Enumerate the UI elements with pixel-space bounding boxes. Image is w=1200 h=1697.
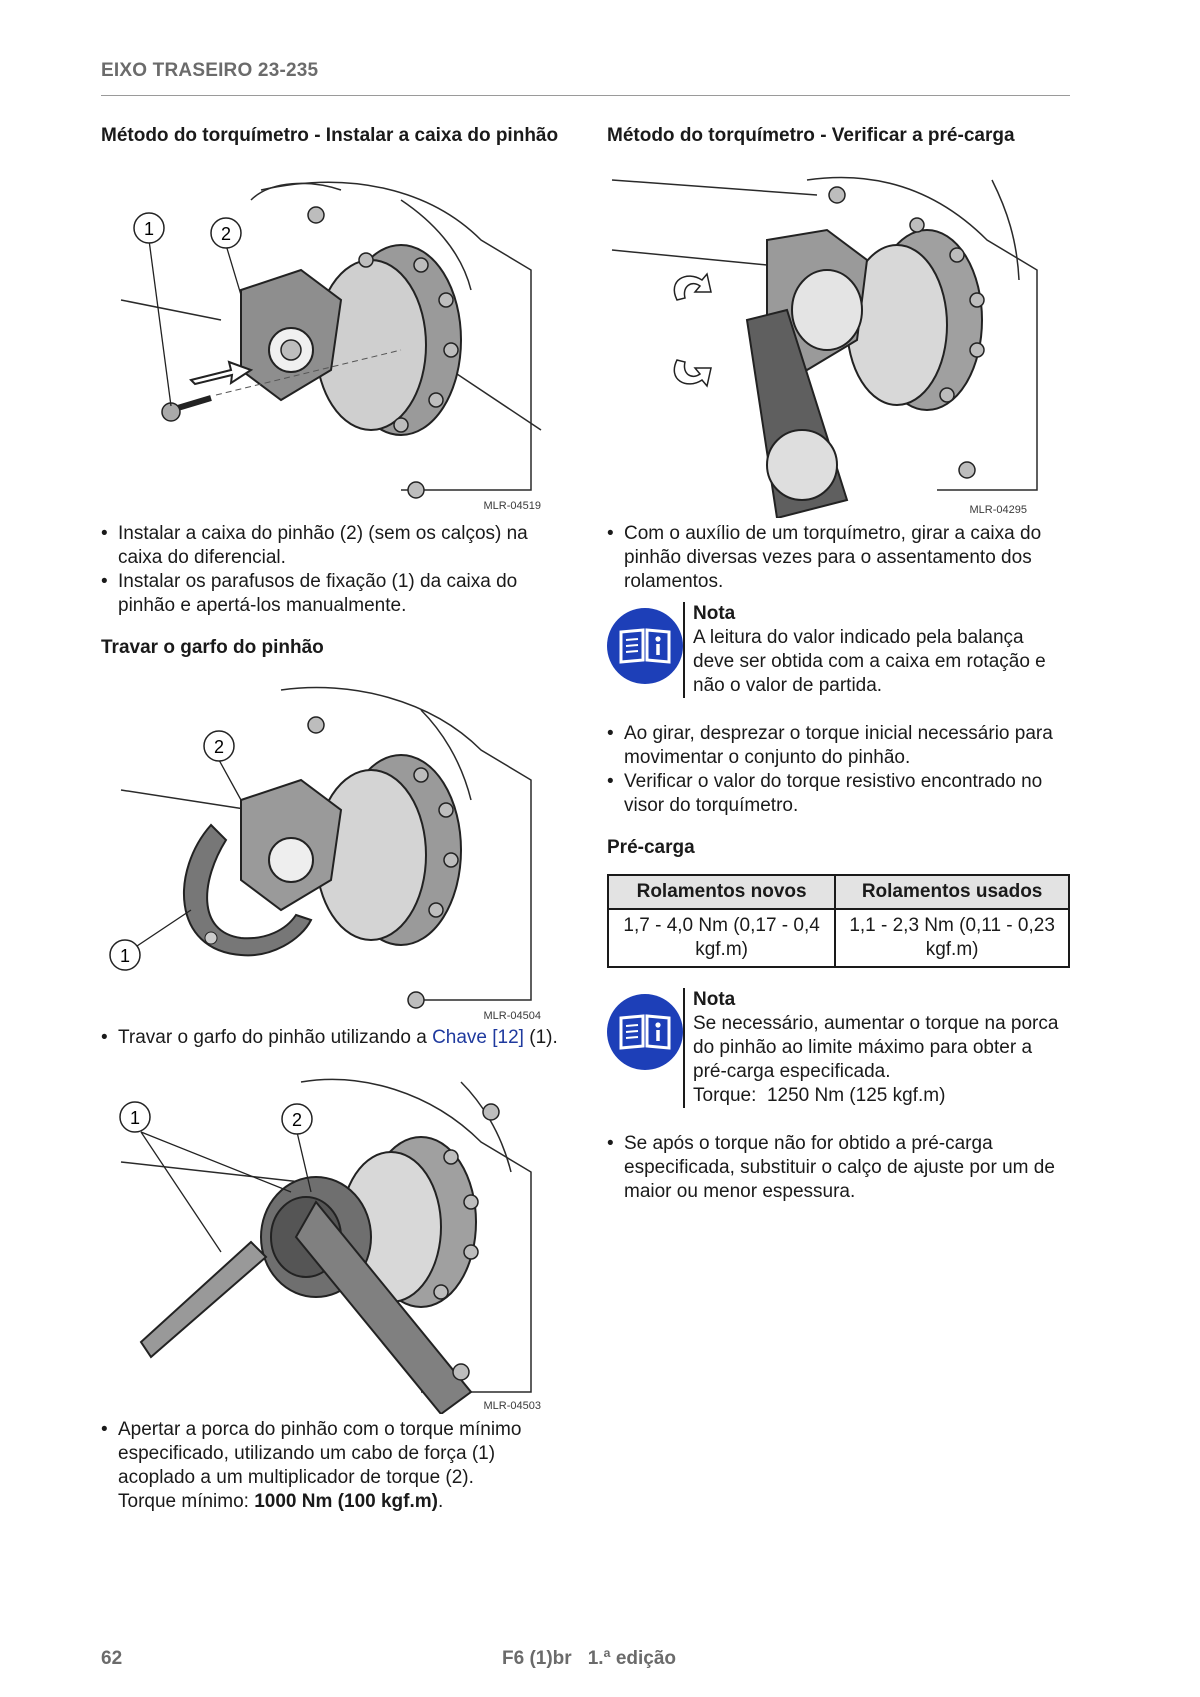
callout-1: 1 [144, 219, 154, 239]
lock-text-end: (1). [523, 1027, 558, 1048]
tool-link-chave-12[interactable]: Chave [12] [432, 1027, 524, 1048]
callout-2: 2 [214, 737, 224, 757]
note-title: Nota [693, 603, 736, 624]
info-book-icon [607, 994, 683, 1070]
note-text: A leitura do valor indicado pela balança… [693, 627, 1046, 696]
section-title-check-preload: Método do torquímetro - Verificar a pré-… [607, 125, 1015, 146]
page-number: 62 [101, 1648, 123, 1669]
torque-check-list: Ao girar, desprezar o torque inicial nec… [607, 722, 1070, 818]
torque-value: 1250 Nm (125 kgf.m) [766, 1085, 946, 1106]
header-divider [101, 95, 1070, 96]
install-steps-list: Instalar a caixa do pinhão (2) (sem os c… [101, 522, 561, 618]
list-item: Apertar a porca do pinhão com o torque m… [101, 1418, 561, 1514]
list-item: Com o auxílio de um torquímetro, girar a… [607, 522, 1070, 594]
info-book-icon [607, 608, 683, 684]
min-torque-end: . [437, 1491, 444, 1512]
list-item: Ao girar, desprezar o torque inicial nec… [607, 722, 1070, 770]
min-torque-value: 1000 Nm (100 kgf.m) [254, 1491, 438, 1512]
section-title-lock-pinion-yoke: Travar o garfo do pinhão [101, 637, 324, 658]
axle-illustration: 1 2 [119, 1078, 532, 1414]
edition-label: 1.ª edição [587, 1648, 677, 1669]
table-cell: 1,1 - 2,3 Nm (0,11 - 0,23 kgf.m) [834, 908, 1070, 968]
axle-illustration: 1 2 [120, 181, 542, 499]
figure-lock-pinion-yoke: 1 2 MLR-04504 [101, 680, 561, 1024]
figure-tighten-pinion-nut: 1 2 MLR-04503 [101, 1072, 561, 1414]
note-text: Se necessário, aumentar o torque na porc… [693, 1013, 1059, 1082]
table-header: Rolamentos usados [834, 874, 1070, 910]
axle-illustration [611, 176, 1038, 518]
table-cell: 1,7 - 4,0 Nm (0,17 - 0,4 kgf.m) [606, 908, 837, 968]
axle-illustration: 1 2 [109, 686, 532, 1009]
header-title: EIXO TRASEIRO 23-235 [101, 60, 319, 81]
torque-label: Torque: [693, 1085, 757, 1106]
list-item: Se após o torque não for obtido a pré-ca… [607, 1132, 1070, 1204]
note-box: Nota A leitura do valor indicado pela ba… [607, 602, 1070, 698]
right-column: Método do torquímetro - Verificar a pré-… [606, 124, 1070, 1204]
tighten-text: Apertar a porca do pinhão com o torque m… [118, 1419, 522, 1488]
figure-install-pinion-housing: 1 2 MLR-04519 [101, 170, 561, 514]
lock-text: Travar o garfo do pinhão utilizando a [118, 1027, 433, 1048]
note-torque: Torque: 1250 Nm (125 kgf.m) [693, 1084, 1070, 1108]
list-item: Instalar a caixa do pinhão (2) (sem os c… [101, 522, 561, 570]
figure-check-preload: MLR-04295 [607, 170, 1047, 518]
left-column: Método do torquímetro - Instalar a caixa… [101, 124, 561, 1514]
section-title-preload: Pré-carga [607, 837, 695, 858]
note-title: Nota [693, 989, 736, 1010]
figure-id: MLR-04503 [483, 1400, 541, 1412]
figure-id: MLR-04295 [969, 504, 1027, 516]
table-header-row: Rolamentos novos Rolamentos usados [606, 874, 1070, 910]
footer-edition: F6 (1)br 1.ª edição [502, 1648, 676, 1670]
rotate-steps-list: Com o auxílio de um torquímetro, girar a… [607, 522, 1070, 594]
figure-id: MLR-04519 [483, 500, 541, 512]
preload-table: Rolamentos novos Rolamentos usados 1,7 -… [606, 874, 1070, 968]
section-title-install-pinion-housing: Método do torquímetro - Instalar a caixa… [101, 125, 559, 146]
table-row: 1,7 - 4,0 Nm (0,17 - 0,4 kgf.m) 1,1 - 2,… [606, 908, 1070, 968]
list-item: Travar o garfo do pinhão utilizando a Ch… [101, 1026, 561, 1050]
shim-steps-list: Se após o torque não for obtido a pré-ca… [607, 1132, 1070, 1204]
min-torque-label: Torque mínimo: [118, 1491, 249, 1512]
callout-1: 1 [130, 1108, 140, 1128]
figure-id: MLR-04504 [483, 1010, 541, 1022]
callout-2: 2 [221, 224, 231, 244]
callout-2: 2 [292, 1110, 302, 1130]
document-code: F6 (1)br [502, 1648, 572, 1669]
list-item: Instalar os parafusos de fixação (1) da … [101, 570, 561, 618]
list-item: Verificar o valor do torque resistivo en… [607, 770, 1070, 818]
tighten-steps-list: Apertar a porca do pinhão com o torque m… [101, 1418, 561, 1514]
note-box: Nota Se necessário, aumentar o torque na… [607, 988, 1070, 1108]
lock-steps-list: Travar o garfo do pinhão utilizando a Ch… [101, 1026, 561, 1050]
callout-1: 1 [120, 946, 130, 966]
table-header: Rolamentos novos [606, 874, 837, 910]
